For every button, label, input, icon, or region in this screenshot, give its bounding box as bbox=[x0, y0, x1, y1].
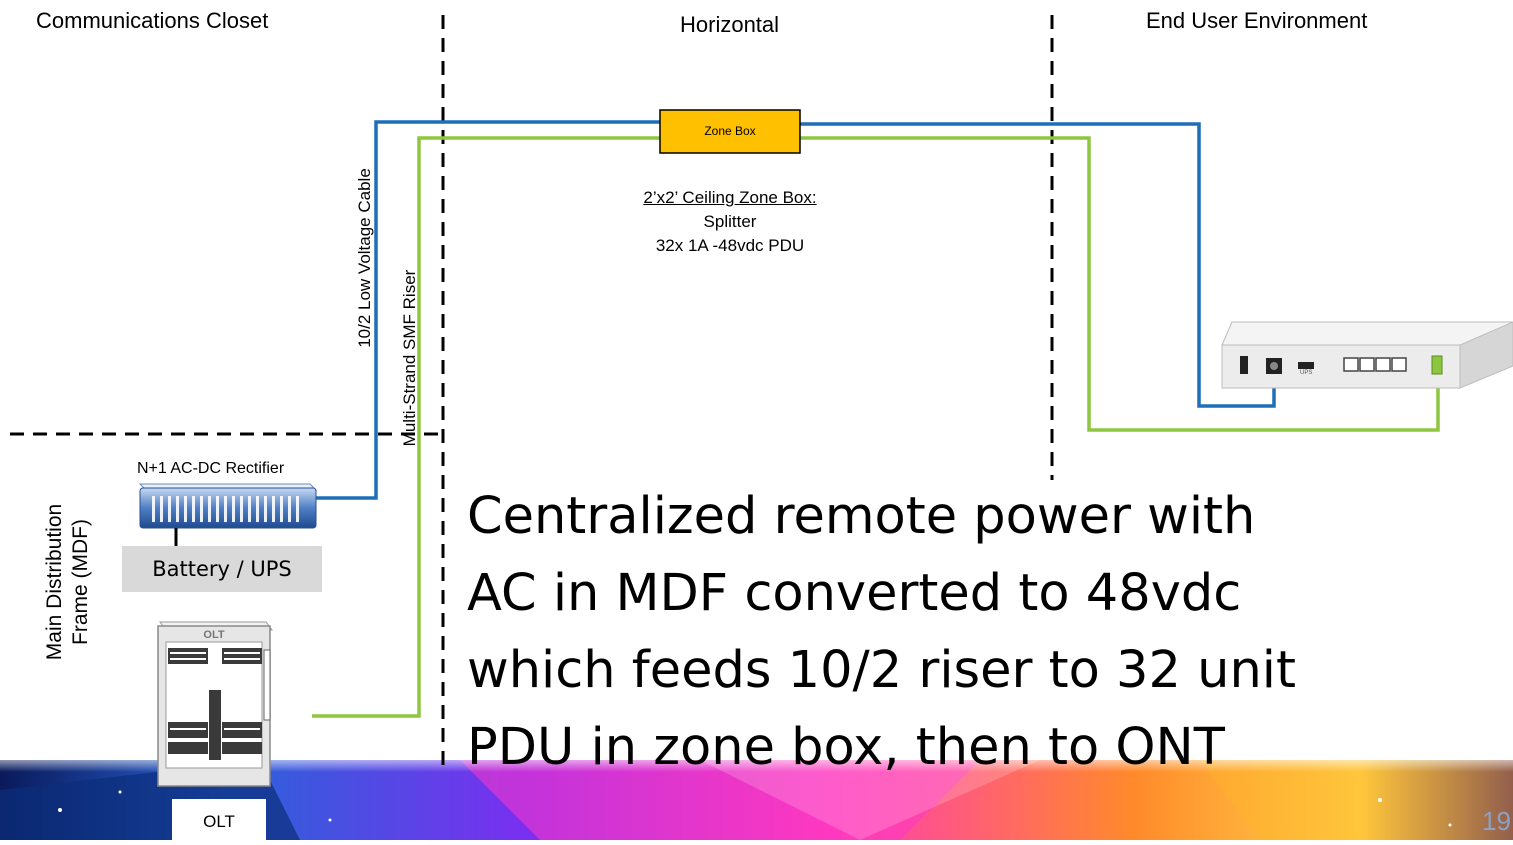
low-voltage-cable-label: 10/2 Low Voltage Cable bbox=[355, 168, 374, 348]
power-cable-horizontal bbox=[800, 122, 1276, 408]
zone-box-caption-line1: Splitter bbox=[703, 212, 757, 231]
mdf-label-line1: Main Distribution bbox=[43, 503, 66, 661]
section-label-closet: Communications Closet bbox=[36, 8, 269, 33]
ont-device bbox=[1221, 321, 1513, 389]
body-text: Centralized remote power with AC in MDF … bbox=[467, 478, 1507, 786]
fiber-port-icon bbox=[1431, 355, 1443, 375]
olt-chassis bbox=[157, 621, 273, 787]
zone-box bbox=[659, 109, 801, 154]
zone-box-caption-line2: 32x 1A -48vdc PDU bbox=[655, 236, 805, 255]
battery-ups-label: Battery / UPS bbox=[152, 557, 292, 581]
body-text-line1: Centralized remote power with bbox=[467, 487, 1256, 546]
smf-riser-label: Multi-Strand SMF Riser bbox=[400, 269, 419, 447]
zone-box-label: Zone Box bbox=[704, 124, 756, 138]
slide-number: 19 bbox=[1482, 806, 1511, 836]
fiber-riser bbox=[312, 136, 660, 718]
section-label-horizontal: Horizontal bbox=[680, 12, 780, 37]
body-text-line3: which feeds 10/2 riser to 32 unit bbox=[467, 641, 1296, 700]
ont-ups-label: UPS bbox=[1300, 370, 1313, 376]
body-text-line2: AC in MDF converted to 48vdc bbox=[467, 564, 1242, 623]
mdf-label-line2: Frame (MDF) bbox=[69, 519, 92, 645]
olt-chassis-label: OLT bbox=[203, 629, 225, 641]
rectifier-unit bbox=[138, 483, 318, 529]
rectifier-label: N+1 AC-DC Rectifier bbox=[137, 460, 285, 477]
battery-ups-box bbox=[122, 546, 322, 592]
fiber-horizontal bbox=[800, 136, 1440, 432]
ethernet-ports-icon bbox=[1343, 357, 1407, 372]
olt-caption-box bbox=[172, 799, 266, 840]
zone-box-caption-title: 2’x2’ Ceiling Zone Box: bbox=[643, 188, 817, 207]
zone-box-caption: 2’x2’ Ceiling Zone Box: Splitter 32x 1A … bbox=[560, 186, 900, 258]
section-label-end-user: End User Environment bbox=[1146, 8, 1368, 33]
usb-port-icon bbox=[1298, 362, 1314, 369]
mdf-label: Main Distribution Frame (MDF) bbox=[42, 504, 94, 660]
olt-caption: OLT bbox=[203, 812, 235, 831]
power-cable-riser bbox=[316, 120, 660, 500]
body-text-line4: PDU in zone box, then to ONT bbox=[467, 718, 1225, 777]
power-switch-icon bbox=[1240, 356, 1248, 374]
